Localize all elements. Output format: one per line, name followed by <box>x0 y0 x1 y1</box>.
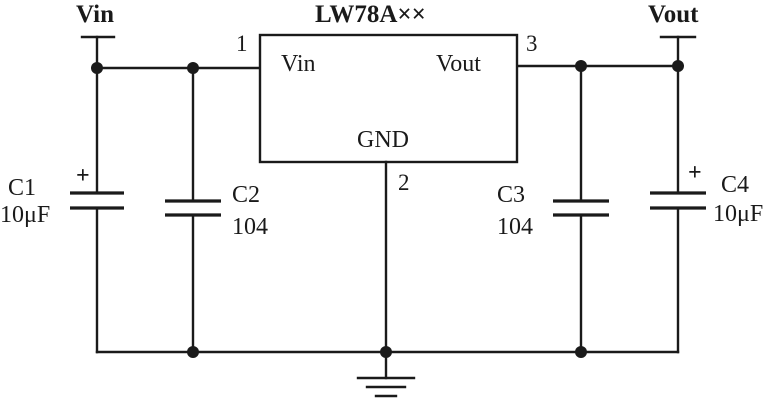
c1-value: 10μF <box>0 202 50 228</box>
junction-dot <box>91 62 103 74</box>
ic-part-number: LW78A×× <box>315 1 426 28</box>
vout-terminal: Vout <box>648 1 699 68</box>
junction-dots <box>91 60 684 358</box>
c3-ref: C3 <box>497 182 525 208</box>
capacitor-c4: + C4 10μF <box>650 64 763 354</box>
c4-value: 10μF <box>713 201 763 227</box>
vin-terminal: Vin <box>76 1 116 70</box>
junction-dot <box>575 346 587 358</box>
c2-value: 104 <box>232 214 268 240</box>
vout-terminal-label: Vout <box>648 1 699 28</box>
c3-value: 104 <box>497 214 533 240</box>
junction-dot <box>187 62 199 74</box>
junction-dot <box>187 346 199 358</box>
ic-pin-vout-label: Vout <box>436 51 481 77</box>
c1-ref: C1 <box>8 175 36 201</box>
c1-plus-sign: + <box>76 163 90 189</box>
c2-ref: C2 <box>232 182 260 208</box>
capacitor-c2: C2 104 <box>165 66 268 354</box>
c4-plus-sign: + <box>688 160 702 186</box>
regulator-ic: LW78A×× 1 3 2 Vin Vout GND <box>236 1 538 195</box>
ic-pin-gnd-label: GND <box>357 127 409 153</box>
junction-dot <box>380 346 392 358</box>
pin-1-number: 1 <box>236 31 248 56</box>
vin-terminal-label: Vin <box>76 1 114 28</box>
junction-dot <box>672 60 684 72</box>
ic-pin-vin-label: Vin <box>281 51 316 77</box>
c4-ref: C4 <box>721 172 749 198</box>
capacitor-c1: + C1 10μF <box>0 66 124 354</box>
capacitor-c3: C3 104 <box>497 64 609 354</box>
ground-symbol <box>356 350 416 398</box>
junction-dot <box>575 60 587 72</box>
pin-3-number: 3 <box>526 31 538 56</box>
pin-2-number: 2 <box>398 170 410 195</box>
